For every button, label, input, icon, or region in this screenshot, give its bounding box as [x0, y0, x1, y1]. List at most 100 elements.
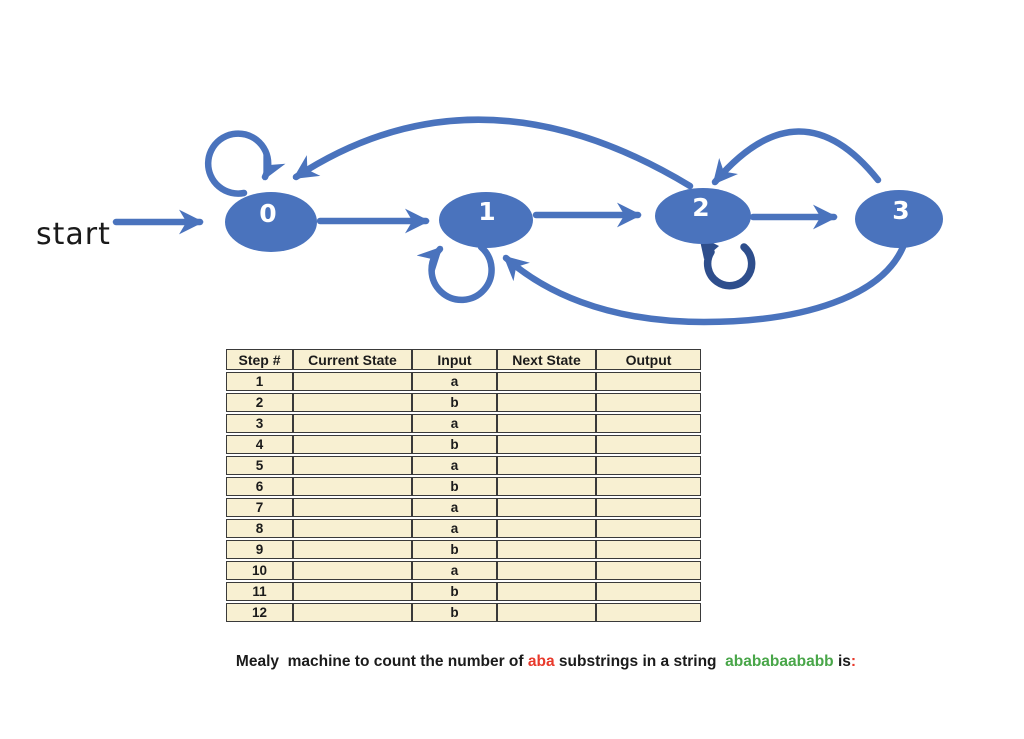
step-cell: 4	[226, 435, 293, 454]
caption-segment-input-string: abababaababb	[725, 653, 834, 670]
input-cell: b	[412, 477, 497, 496]
table-row: 1 a	[226, 372, 701, 391]
input-cell: b	[412, 435, 497, 454]
edge-3-to-1	[502, 243, 907, 326]
state-0-label: 0	[259, 199, 276, 228]
edge-3-to-2	[711, 128, 882, 186]
next-state-cell	[497, 561, 596, 580]
step-cell: 5	[226, 456, 293, 475]
output-cell	[596, 414, 701, 433]
input-cell: a	[412, 456, 497, 475]
table-row: 5 a	[226, 456, 701, 475]
edge-2-self-loop	[703, 243, 756, 290]
table-row: 4 b	[226, 435, 701, 454]
next-state-cell	[497, 477, 596, 496]
table-header-row: Step # Current State Input Next State Ou…	[226, 349, 701, 370]
edge-1-self-loop	[416, 243, 495, 304]
step-cell: 12	[226, 603, 293, 622]
input-cell: a	[412, 414, 497, 433]
caption-segment: is	[833, 653, 851, 670]
state-machine-diagram: start 0 1 2 3	[36, 116, 943, 326]
current-state-cell	[293, 540, 412, 559]
table-row: 2 b	[226, 393, 701, 412]
table-row: 8 a	[226, 519, 701, 538]
next-state-cell	[497, 540, 596, 559]
next-state-cell	[497, 414, 596, 433]
output-cell	[596, 372, 701, 391]
next-state-cell	[497, 582, 596, 601]
caption-segment-colon: :	[850, 653, 857, 670]
table-row: 3 a	[226, 414, 701, 433]
next-state-cell	[497, 603, 596, 622]
current-state-cell	[293, 561, 412, 580]
output-cell	[596, 393, 701, 412]
trace-table: Step # Current State Input Next State Ou…	[226, 347, 701, 624]
input-cell: b	[412, 582, 497, 601]
step-cell: 1	[226, 372, 293, 391]
step-cell: 3	[226, 414, 293, 433]
state-1-label: 1	[478, 197, 495, 226]
current-state-cell	[293, 498, 412, 517]
input-cell: a	[412, 519, 497, 538]
table-row: 11 b	[226, 582, 701, 601]
state-1-node	[439, 192, 533, 248]
current-state-cell	[293, 519, 412, 538]
current-state-cell	[293, 393, 412, 412]
state-3-label: 3	[892, 196, 909, 225]
next-state-cell	[497, 498, 596, 517]
current-state-cell	[293, 372, 412, 391]
output-cell	[596, 498, 701, 517]
table-row: 7 a	[226, 498, 701, 517]
caption: Mealy machine to count the number of aba…	[160, 653, 932, 671]
current-state-cell	[293, 435, 412, 454]
column-header-step: Step #	[226, 349, 293, 370]
column-header-input: Input	[412, 349, 497, 370]
step-cell: 2	[226, 393, 293, 412]
input-cell: b	[412, 540, 497, 559]
output-cell	[596, 477, 701, 496]
input-cell: a	[412, 372, 497, 391]
output-cell	[596, 561, 701, 580]
current-state-cell	[293, 456, 412, 475]
current-state-cell	[293, 603, 412, 622]
output-cell	[596, 603, 701, 622]
step-cell: 8	[226, 519, 293, 538]
output-cell	[596, 435, 701, 454]
caption-segment-aba: aba	[527, 653, 555, 670]
state-3-node	[855, 190, 943, 248]
state-2-label: 2	[692, 193, 709, 222]
table-row: 12 b	[226, 603, 701, 622]
next-state-cell	[497, 435, 596, 454]
step-cell: 9	[226, 540, 293, 559]
step-cell: 7	[226, 498, 293, 517]
state-2-node	[655, 188, 751, 244]
output-cell	[596, 519, 701, 538]
step-cell: 10	[226, 561, 293, 580]
column-header-next-state: Next State	[497, 349, 596, 370]
table-row: 9 b	[226, 540, 701, 559]
edge-0-self-loop	[204, 130, 286, 197]
state-0-node	[225, 192, 317, 252]
column-header-current-state: Current State	[293, 349, 412, 370]
output-cell	[596, 540, 701, 559]
input-cell: b	[412, 603, 497, 622]
caption-segment: substrings in a string	[554, 653, 726, 670]
edge-2-to-0	[292, 116, 694, 190]
step-cell: 11	[226, 582, 293, 601]
current-state-cell	[293, 582, 412, 601]
next-state-cell	[497, 393, 596, 412]
output-cell	[596, 456, 701, 475]
next-state-cell	[497, 456, 596, 475]
next-state-cell	[497, 519, 596, 538]
next-state-cell	[497, 372, 596, 391]
output-cell	[596, 582, 701, 601]
current-state-cell	[293, 414, 412, 433]
step-cell: 6	[226, 477, 293, 496]
table-row: 10 a	[226, 561, 701, 580]
column-header-output: Output	[596, 349, 701, 370]
input-cell: a	[412, 561, 497, 580]
start-label: start	[36, 217, 111, 252]
input-cell: b	[412, 393, 497, 412]
caption-segment: Mealy machine to count the number of	[235, 653, 528, 670]
